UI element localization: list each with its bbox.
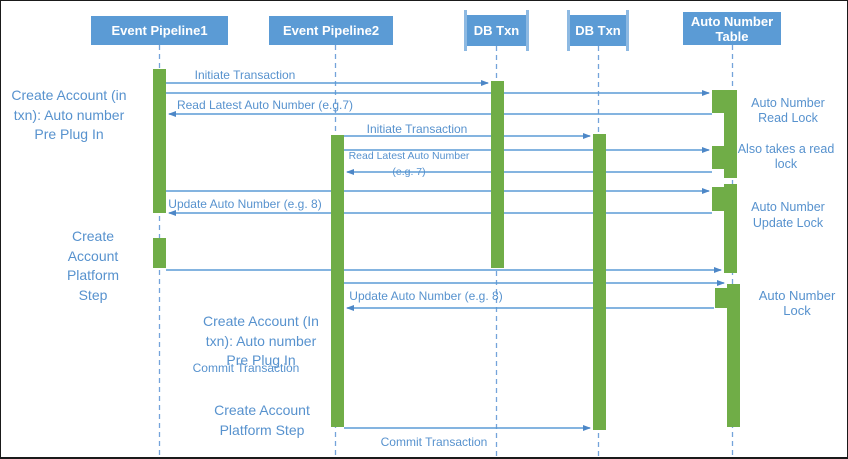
note-auto-number-read-lock: Auto Number Read Lock (741, 96, 835, 126)
participant-label: DB Txn (473, 23, 520, 38)
message-label-read-auto-number-2: Read Latest Auto Number (e.g. 7) (347, 148, 471, 180)
note-line: Auto Number (751, 200, 825, 214)
activation-ep2 (331, 135, 344, 427)
message-label-commit-transaction-1: Commit Transaction (192, 361, 300, 375)
activation-ep1-1 (153, 69, 166, 213)
message-label-update-auto-number-2: Update Auto Number (e.g. 8) (349, 289, 503, 303)
annotation-line: Platform (66, 267, 120, 283)
participant-db-txn2: DB Txn (567, 10, 629, 51)
annotation-line: txn): Auto number (205, 332, 317, 349)
participant-event-pipeline2: Event Pipeline2 (269, 16, 393, 45)
annotation-ep1-platform-step: Create Account Platform Step (41, 227, 145, 305)
annotation-ep2-pre-plug-in: Create Account (In txn): Auto number Pre… (198, 312, 324, 371)
participant-label: Event Pipeline1 (111, 23, 208, 38)
note-line: Update Lock (752, 215, 824, 230)
participant-edge-stripe (464, 10, 467, 51)
annotation-line: Platform Step (219, 421, 305, 438)
annotation-line: Pre Plug In (34, 126, 104, 142)
message-label-update-auto-number-1: Update Auto Number (e.g. 8) (168, 197, 322, 211)
annotation-ep1-pre-plug-in: Create Account (in txn): Auto number Pre… (3, 86, 135, 145)
participant-auto-number-table: Auto Number Table (683, 12, 781, 45)
activation-db-txn1 (491, 81, 504, 268)
participant-edge-stripe (567, 10, 570, 51)
annotation-line: Create (71, 228, 115, 244)
activation-ant-read-lock-1 (712, 90, 725, 113)
message-label-initiate-transaction-2: Initiate Transaction (366, 122, 468, 136)
note-also-takes-read-lock: Also takes a read lock (735, 142, 837, 171)
annotation-line: Create Account (In (203, 313, 319, 329)
note-line: Read Lock (758, 111, 818, 125)
participant-edge-stripe (626, 10, 629, 51)
message-label-initiate-transaction-1: Initiate Transaction (194, 68, 296, 82)
annotation-ep2-platform-step: Create Account Platform Step (204, 401, 320, 440)
note-auto-number-lock: Auto Number Lock (758, 288, 836, 318)
activation-ant-1 (724, 90, 737, 178)
message-label-read-auto-number-1: Read Latest Auto Number (e.g.7) (176, 98, 354, 112)
participant-db-txn1: DB Txn (464, 10, 529, 51)
activation-ep1-2 (153, 238, 166, 268)
activation-ant-2 (724, 184, 737, 273)
note-auto-number-update-lock: Auto Number Update Lock (741, 200, 835, 231)
note-line: lock (774, 156, 798, 171)
activation-ant-lock (715, 288, 728, 308)
message-label-line: (e.g. 7) (392, 166, 426, 178)
activation-ant-3 (727, 284, 740, 427)
activation-db-txn2 (593, 134, 606, 430)
participant-label: DB Txn (575, 23, 621, 38)
message-label-line: Read Latest Auto Number (348, 150, 470, 162)
participant-edge-stripe (526, 10, 529, 51)
annotation-line: Create Account (214, 402, 310, 418)
annotation-line: Step (78, 286, 108, 303)
annotation-line: txn): Auto number (13, 106, 125, 123)
participant-event-pipeline1: Event Pipeline1 (91, 16, 228, 45)
activation-ant-read-lock-2 (712, 146, 725, 169)
note-line: Auto Number (751, 96, 825, 110)
annotation-line: Account (67, 247, 119, 264)
note-line: Also takes a read (737, 142, 835, 156)
annotation-line: Create Account (in (11, 87, 127, 103)
annotation-line: Pre Plug In (226, 352, 296, 368)
participant-label: Event Pipeline2 (282, 23, 380, 38)
participant-label: Auto Number Table (690, 13, 774, 44)
activation-ant-update-lock (712, 187, 725, 211)
message-label-commit-transaction-2: Commit Transaction (380, 435, 488, 449)
